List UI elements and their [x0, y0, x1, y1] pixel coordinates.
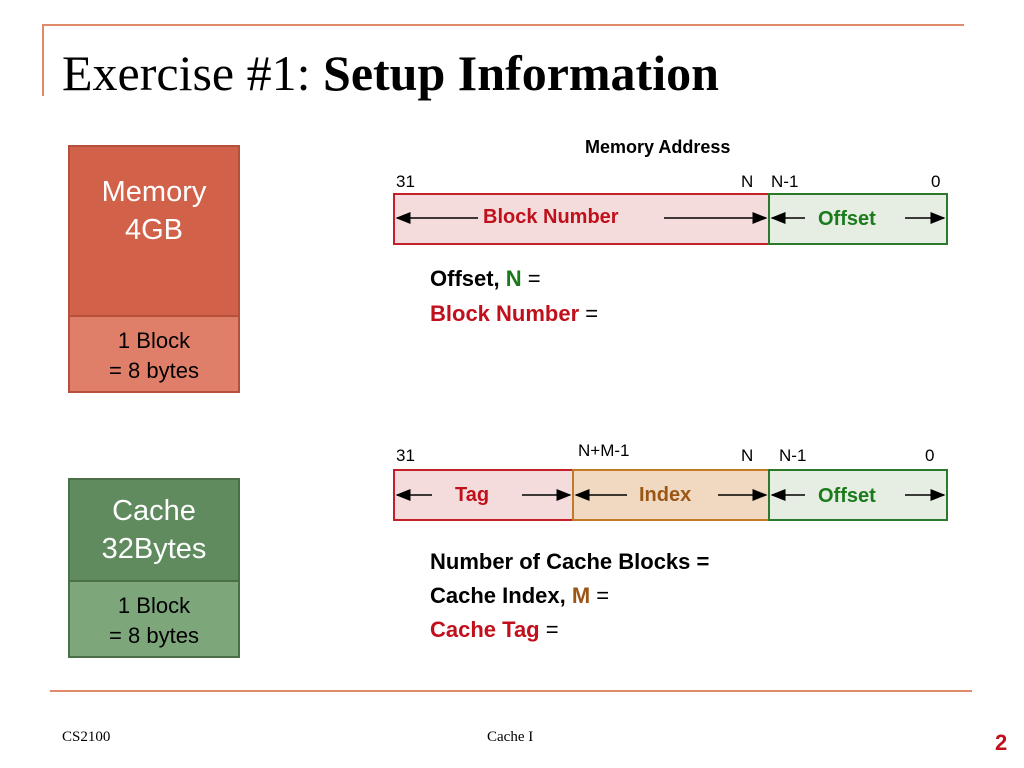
- block-number-question-label: Block Number: [430, 301, 580, 326]
- block-number-question: Block Number =: [430, 301, 598, 327]
- cache-tag-label: Cache Tag: [430, 617, 540, 642]
- addr1-bit-31: 31: [396, 172, 415, 191]
- offset-label-1: Offset: [818, 208, 876, 230]
- memory-block-label: 1 Block: [117, 328, 191, 353]
- cache-box: Cache 32Bytes: [68, 478, 240, 582]
- offset-question: Offset, N =: [430, 266, 541, 292]
- addr2-bit-0: 0: [925, 446, 935, 465]
- tag-label: Tag: [455, 484, 490, 506]
- cache-tag-question: Cache Tag =: [430, 617, 559, 643]
- memory-box: Memory 4GB: [68, 145, 240, 317]
- memory-address-heading: Memory Address: [585, 137, 731, 157]
- title-bold: Setup Information: [323, 45, 719, 101]
- cache-block-label: 1 Block: [117, 593, 191, 618]
- addr2-bit-31: 31: [396, 446, 415, 465]
- memory-label: Memory: [101, 176, 207, 208]
- offset-equals: =: [521, 266, 541, 291]
- footer-course: CS2100: [62, 729, 111, 745]
- cache-index-equals: =: [590, 583, 610, 608]
- addr2-bit-n: N: [741, 446, 754, 465]
- index-label: Index: [639, 484, 692, 506]
- offset-variable: N: [505, 266, 522, 291]
- addr1-bit-n: N: [741, 172, 754, 191]
- cache-block-box: 1 Block = 8 bytes: [68, 580, 240, 658]
- addr1-bit-0: 0: [931, 172, 941, 191]
- block-number-equals: =: [579, 301, 599, 326]
- cache-index-variable: M: [571, 583, 591, 608]
- addr2-bit-n-plus-m-minus-1: N+M-1: [578, 441, 630, 460]
- title-prefix: Exercise #1:: [62, 45, 324, 101]
- addr1-bit-n-minus-1: N-1: [771, 172, 799, 191]
- cache-block-size: = 8 bytes: [109, 623, 199, 648]
- cache-tag-equals: =: [539, 617, 559, 642]
- memory-block-box: 1 Block = 8 bytes: [68, 315, 240, 393]
- block-number-label: Block Number: [483, 206, 619, 228]
- cache-index-label: Cache Index,: [430, 583, 572, 608]
- title-frame-left: [42, 24, 44, 96]
- cache-label: Cache: [112, 495, 196, 527]
- num-cache-blocks-question: Number of Cache Blocks =: [430, 549, 710, 574]
- footer-topic: Cache I: [487, 729, 534, 745]
- memory-block-size: = 8 bytes: [109, 358, 199, 383]
- memory-size: 4GB: [124, 214, 184, 246]
- cache-index-question: Cache Index, M =: [430, 583, 609, 609]
- slide-title: Exercise #1: Setup Information: [62, 42, 719, 104]
- addr2-bit-n-minus-1: N-1: [779, 446, 807, 465]
- block-number-field: [393, 193, 770, 245]
- offset-field-1: [768, 193, 948, 245]
- title-frame-top: [42, 24, 964, 26]
- page-number: 2: [995, 730, 1008, 755]
- offset-question-label: Offset,: [430, 266, 506, 291]
- offset-label-2: Offset: [818, 485, 876, 507]
- footer-divider: [50, 690, 972, 692]
- cache-size: 32Bytes: [101, 533, 207, 565]
